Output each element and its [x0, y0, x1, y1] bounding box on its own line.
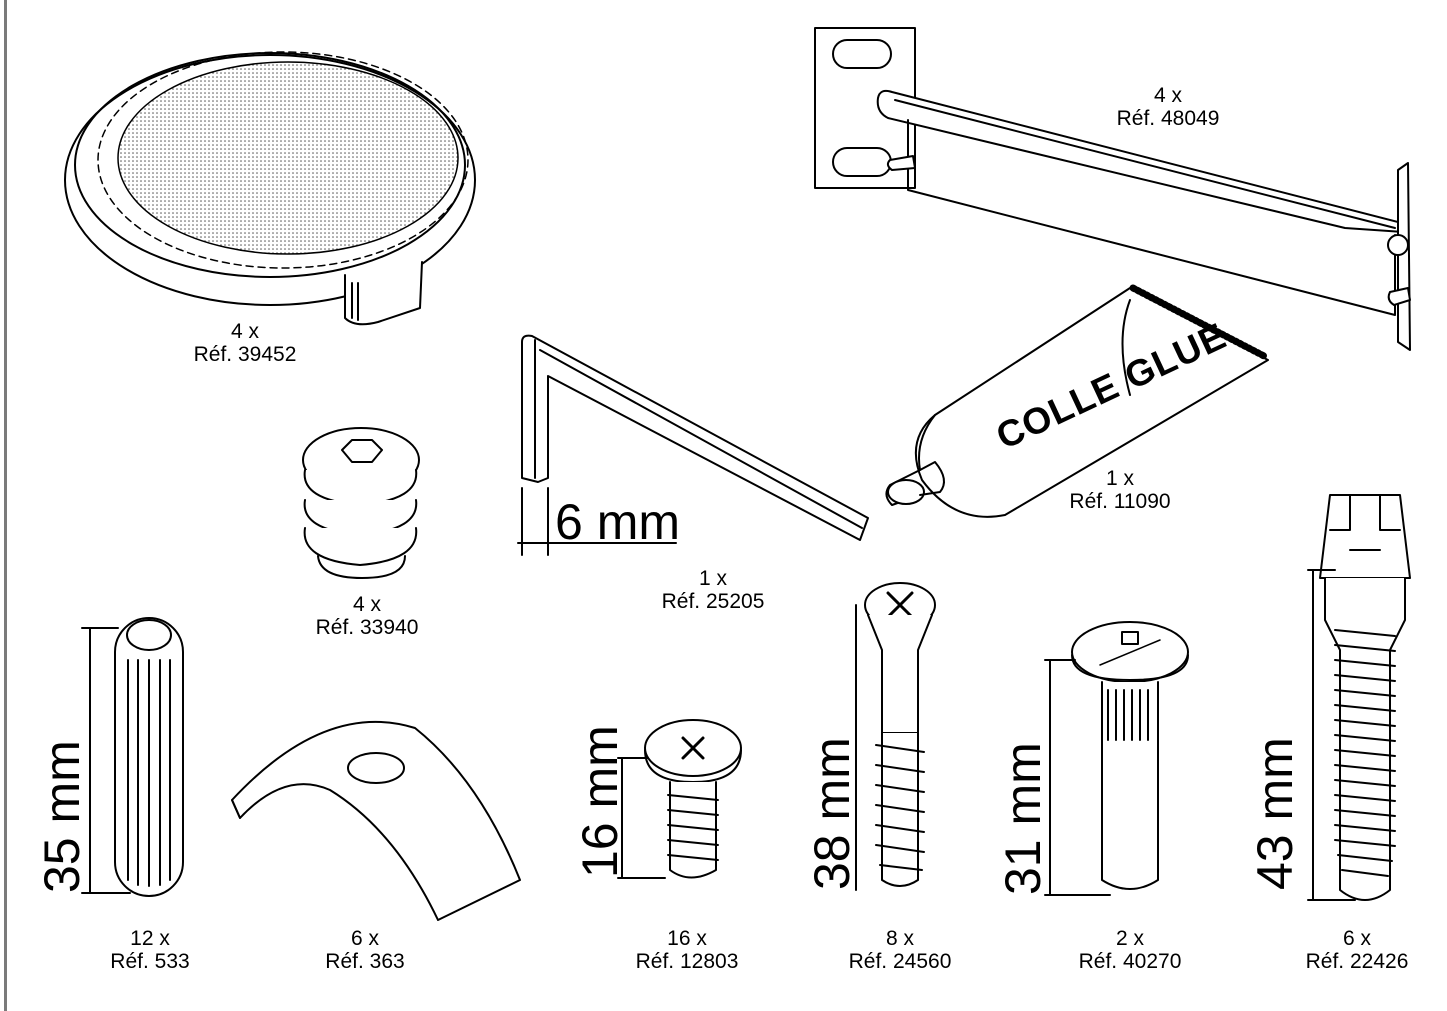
- left-border: [4, 0, 7, 1011]
- connector-bolt-drawing: [1044, 621, 1189, 896]
- dowel-length-label: 35 mm: [34, 740, 90, 893]
- threaded-insert-drawing: [302, 427, 420, 579]
- connector-length-label: 31 mm: [995, 742, 1051, 895]
- qty-label: 12 x: [130, 927, 170, 950]
- ref-label: Réf. 22426: [1305, 950, 1409, 973]
- screw38-length-label: 38 mm: [804, 737, 860, 890]
- ref-label: Réf. 24560: [848, 950, 952, 973]
- ref-label: Réf. 33940: [315, 616, 419, 639]
- caption-screw-16mm: 16 x Réf. 12803: [597, 927, 777, 973]
- qty-label: 16 x: [667, 927, 707, 950]
- caption-hex-key: 1 x Réf. 25205: [638, 567, 788, 613]
- caption-long-bolt: 6 x Réf. 22426: [1272, 927, 1442, 973]
- qty-label: 8 x: [885, 927, 914, 950]
- caption-threaded-insert: 4 x Réf. 33940: [292, 593, 442, 639]
- ref-label: Réf. 39452: [193, 343, 297, 366]
- ref-label: Réf. 12803: [635, 950, 739, 973]
- dowel-drawing: [81, 617, 184, 897]
- bolt-length-label: 43 mm: [1247, 737, 1303, 890]
- qty-label: 4 x: [1153, 84, 1182, 107]
- qty-label: 6 x: [350, 927, 379, 950]
- screw16-length-label: 16 mm: [572, 725, 628, 878]
- ref-label: Réf. 25205: [661, 590, 765, 613]
- qty-label: 1 x: [1105, 467, 1134, 490]
- curved-clip-drawing: [231, 720, 521, 921]
- ref-label: Réf. 363: [325, 950, 405, 973]
- screw-16mm-drawing: [617, 719, 742, 879]
- caption-screw-38mm: 8 x Réf. 24560: [810, 927, 990, 973]
- qty-label: 4 x: [230, 320, 259, 343]
- qty-label: 4 x: [352, 593, 381, 616]
- caption-curved-clip: 6 x Réf. 363: [290, 927, 440, 973]
- caption-connector-bolt: 2 x Réf. 40270: [1040, 927, 1220, 973]
- hex-key-size-label: 6 mm: [555, 494, 680, 550]
- round-cap-drawing: [64, 51, 476, 326]
- qty-label: 2 x: [1115, 927, 1144, 950]
- caption-dowel: 12 x Réf. 533: [75, 927, 225, 973]
- shelf-bracket-drawing: [814, 27, 1411, 351]
- qty-label: 6 x: [1342, 927, 1371, 950]
- caption-glue-tube: 1 x Réf. 11090: [1045, 467, 1195, 513]
- hex-key-drawing: [517, 334, 869, 556]
- long-bolt-drawing: [1307, 494, 1411, 901]
- ref-label: Réf. 533: [110, 950, 190, 973]
- ref-label: Réf. 48049: [1116, 107, 1220, 130]
- caption-round-cap: 4 x Réf. 39452: [170, 320, 320, 366]
- screw-38mm-drawing: [855, 582, 936, 891]
- ref-label: Réf. 40270: [1078, 950, 1182, 973]
- glue-tube-drawing: [885, 284, 1269, 518]
- caption-shelf-bracket: 4 x Réf. 48049: [1093, 84, 1243, 130]
- qty-label: 1 x: [698, 567, 727, 590]
- ref-label: Réf. 11090: [1069, 490, 1171, 513]
